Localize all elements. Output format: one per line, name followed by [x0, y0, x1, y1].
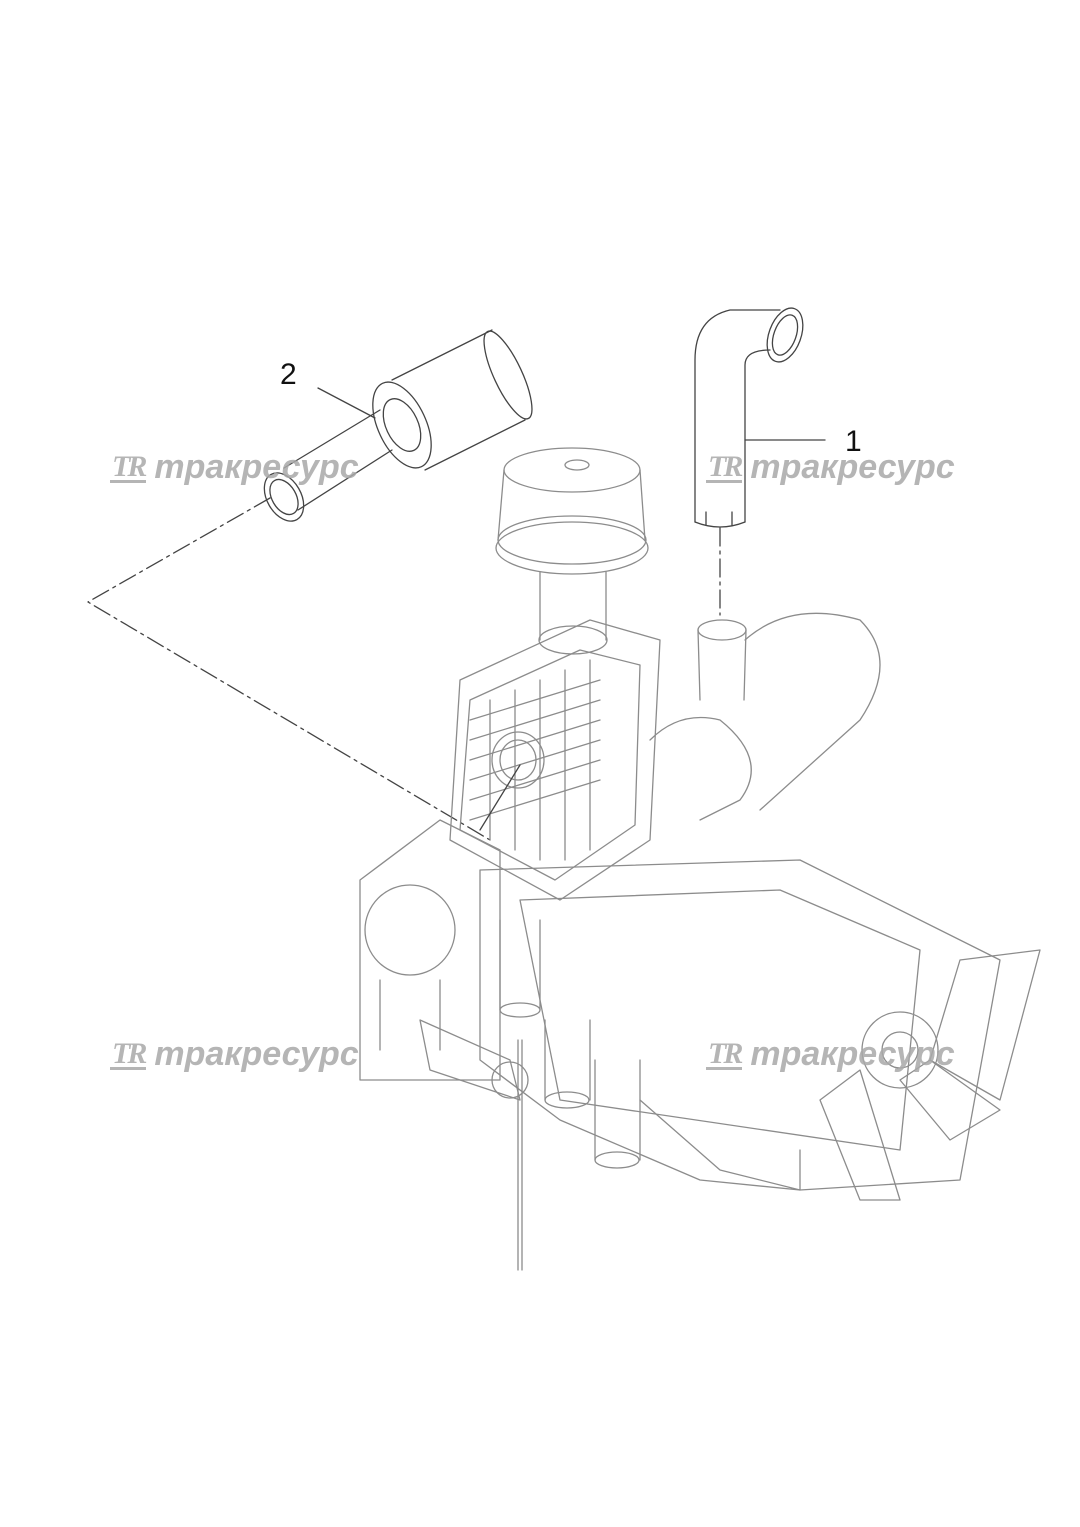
exhaust-pipe-part-1	[694, 307, 826, 528]
callout-1: 1	[845, 425, 862, 458]
watermark-text: тракресурс	[154, 1035, 359, 1073]
intake-pipe-part-2	[263, 329, 533, 522]
watermark-text: тракресурс	[750, 448, 955, 486]
assembly-lines	[87, 497, 721, 841]
engine-block	[359, 447, 1041, 1271]
watermark: TR тракресурс	[706, 1035, 955, 1074]
watermark: TR тракресурс	[110, 1035, 359, 1074]
watermark-logo: TR	[110, 449, 147, 483]
watermark: TR тракресурс	[110, 448, 359, 487]
callout-2: 2	[280, 358, 297, 391]
watermark-logo: TR	[110, 1036, 147, 1070]
watermark-text: тракресурс	[154, 448, 359, 486]
watermark: TR тракресурс	[706, 448, 955, 487]
watermark-logo: TR	[706, 449, 743, 483]
watermark-text: тракресурс	[750, 1035, 955, 1073]
watermark-logo: TR	[706, 1036, 743, 1070]
